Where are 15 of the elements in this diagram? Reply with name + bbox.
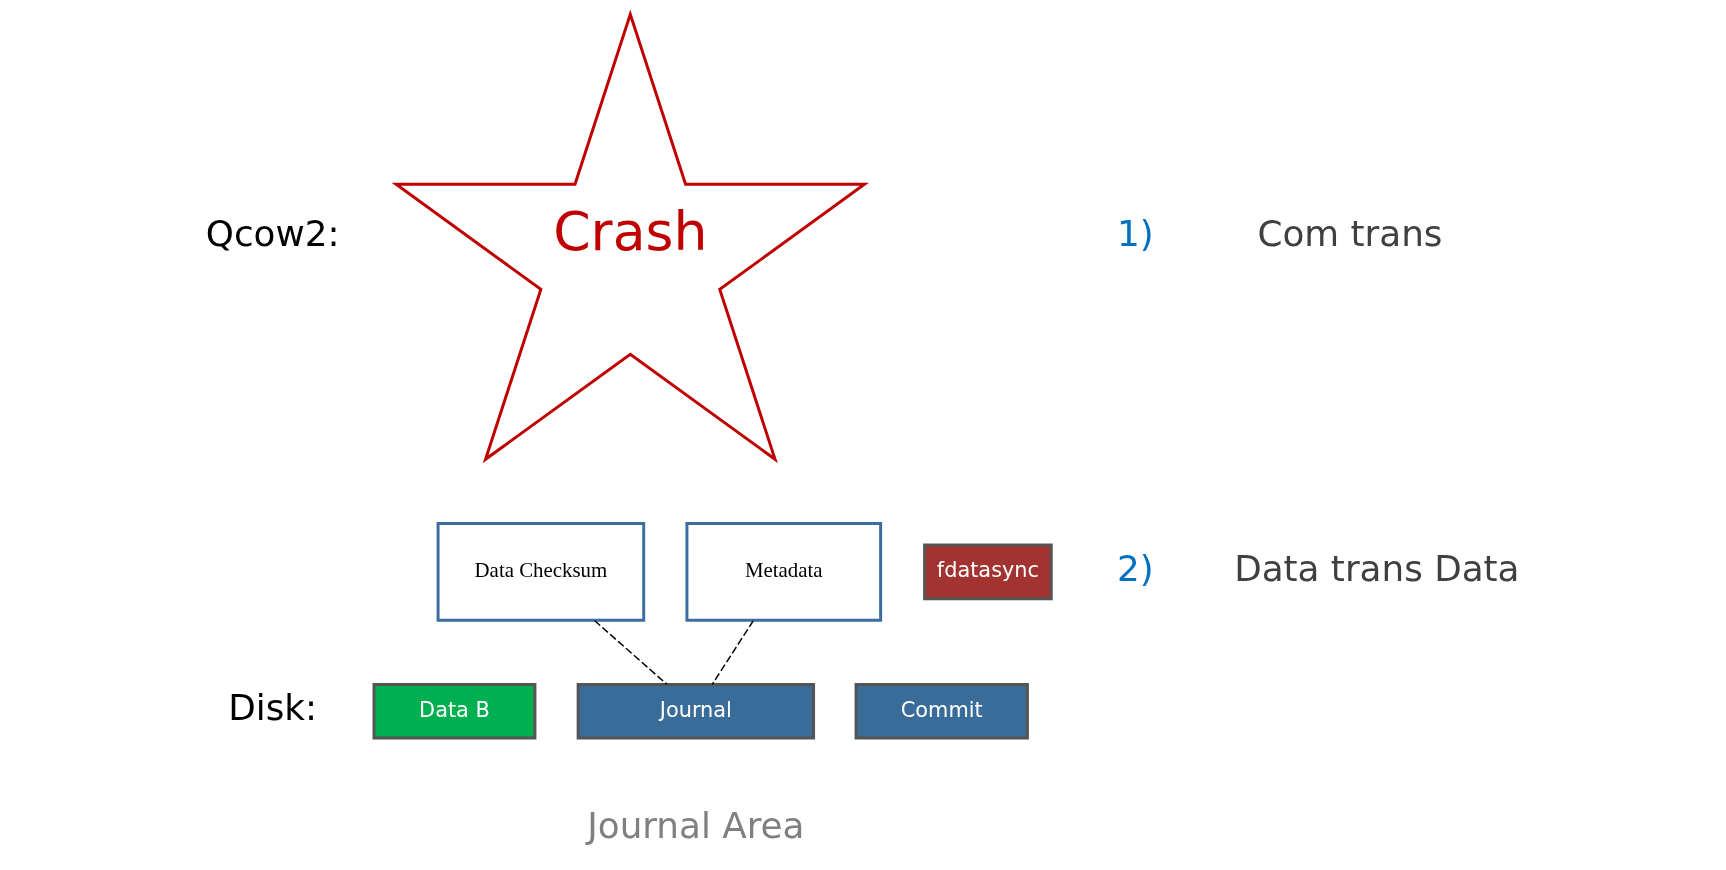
label: 2) bbox=[1116, 548, 1154, 590]
node-box: Commit bbox=[854, 682, 1029, 740]
node-box: Data Checksum bbox=[436, 522, 645, 622]
node-box: Data B bbox=[372, 682, 536, 740]
node-box: fdatasync bbox=[922, 543, 1053, 601]
connector bbox=[593, 620, 668, 686]
label: Qcow2: bbox=[205, 213, 340, 255]
label: Journal Area bbox=[586, 805, 805, 847]
node-box: Journal bbox=[576, 682, 815, 740]
label: Disk: bbox=[227, 687, 317, 729]
connector bbox=[711, 620, 754, 686]
label: 1) bbox=[1116, 213, 1154, 255]
label: Data trans Data bbox=[1233, 548, 1520, 590]
node-box: Metadata bbox=[684, 522, 882, 622]
label: Com trans bbox=[1257, 213, 1442, 255]
